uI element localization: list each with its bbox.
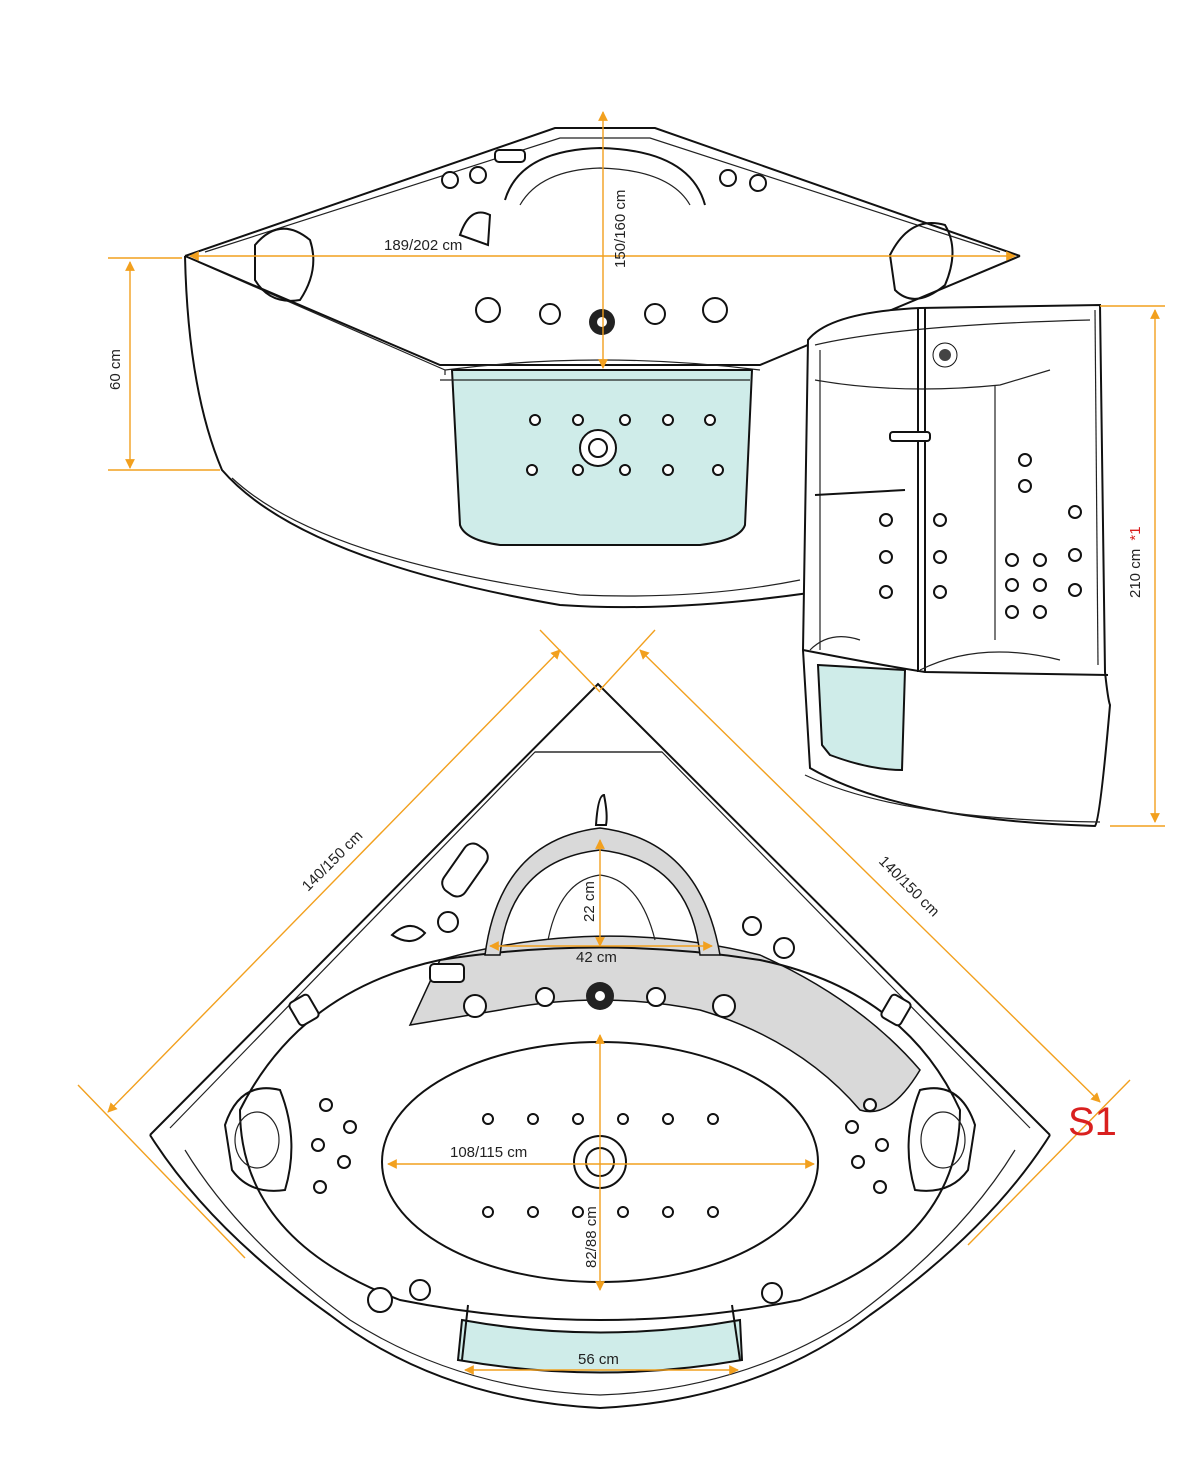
headrest-width-label: 42 cm xyxy=(576,949,617,966)
jet-nozzle xyxy=(933,585,947,599)
jet-nozzle xyxy=(1068,583,1082,597)
basin-length-label: 108/115 cm xyxy=(450,1144,527,1161)
jet-nozzle xyxy=(313,1180,327,1194)
cabin-dimensions: 210 cm *1 xyxy=(1100,305,1165,827)
front-depth-label: 150/160 cm xyxy=(612,190,629,268)
jet-nozzle xyxy=(933,513,947,527)
jet-nozzle xyxy=(619,414,631,426)
jet-nozzle xyxy=(712,464,724,476)
jet-nozzle xyxy=(873,1180,887,1194)
cabin-height-note: *1 xyxy=(1127,526,1144,540)
jet-nozzle xyxy=(572,1206,584,1218)
front-width-label: 189/202 cm xyxy=(384,237,462,254)
jet-nozzle xyxy=(879,513,893,527)
jet-nozzle xyxy=(875,1138,889,1152)
jet-nozzle xyxy=(879,550,893,564)
shower-cabin xyxy=(801,303,1112,828)
cabin-height-label: 210 cm xyxy=(1127,549,1144,598)
jet-nozzle xyxy=(572,414,584,426)
jet-nozzle xyxy=(707,1206,719,1218)
jet-nozzle xyxy=(526,464,538,476)
jet-nozzle xyxy=(662,1113,674,1125)
front-height-label: 60 cm xyxy=(107,349,124,390)
svg-text:210 cm *1: 210 cm *1 xyxy=(1127,526,1144,598)
jet-nozzle xyxy=(1005,578,1019,592)
jet-nozzle xyxy=(617,1206,629,1218)
left-pillow xyxy=(254,227,315,302)
jet-nozzle xyxy=(482,1113,494,1125)
side-left-label: 140/150 cm xyxy=(299,827,366,894)
jet-nozzle xyxy=(319,1098,333,1112)
right-pillow xyxy=(888,222,954,300)
jet-nozzle xyxy=(845,1120,859,1134)
jet-nozzle xyxy=(619,464,631,476)
jet-nozzle xyxy=(879,585,893,599)
jet-nozzle xyxy=(1033,553,1047,567)
jet-nozzle xyxy=(1018,453,1032,467)
jet-nozzle xyxy=(662,1206,674,1218)
jet-nozzle xyxy=(337,1155,351,1169)
jet-nozzle xyxy=(527,1113,539,1125)
jet-nozzle xyxy=(1033,605,1047,619)
jet-nozzle xyxy=(572,1113,584,1125)
jet-nozzle xyxy=(662,414,674,426)
jet-nozzle xyxy=(343,1120,357,1134)
window-jets xyxy=(526,414,724,476)
jet-nozzle xyxy=(1018,479,1032,493)
jet-nozzle xyxy=(851,1155,865,1169)
basin-width-label: 82/88 cm xyxy=(583,1206,600,1268)
door-width-label: 56 cm xyxy=(578,1351,619,1368)
seat-area xyxy=(408,935,921,1113)
jet-nozzle xyxy=(662,464,674,476)
jet-nozzle xyxy=(933,550,947,564)
jet-nozzle xyxy=(1068,505,1082,519)
basin-jets xyxy=(482,1113,719,1218)
jet-nozzle xyxy=(863,1098,877,1112)
jet-nozzle xyxy=(617,1113,629,1125)
jet-nozzle xyxy=(707,1113,719,1125)
jet-nozzle xyxy=(1005,553,1019,567)
cabin-jets xyxy=(879,453,1082,619)
jet-nozzle xyxy=(704,414,716,426)
jet-nozzle xyxy=(1033,578,1047,592)
jet-nozzle xyxy=(1005,605,1019,619)
jet-nozzle xyxy=(527,1206,539,1218)
jet-nozzle xyxy=(311,1138,325,1152)
jet-nozzle xyxy=(572,464,584,476)
sheet-label: S1 xyxy=(1068,1100,1117,1144)
bathtub-front-view xyxy=(184,127,1021,609)
jet-nozzle xyxy=(482,1206,494,1218)
side-right-label: 140/150 cm xyxy=(875,853,942,920)
jet-nozzle xyxy=(1068,548,1082,562)
front-dimensions: 189/202 cm 150/160 cm 60 cm xyxy=(107,111,1016,471)
jet-nozzle xyxy=(529,414,541,426)
headrest-depth-label: 22 cm xyxy=(581,881,598,922)
